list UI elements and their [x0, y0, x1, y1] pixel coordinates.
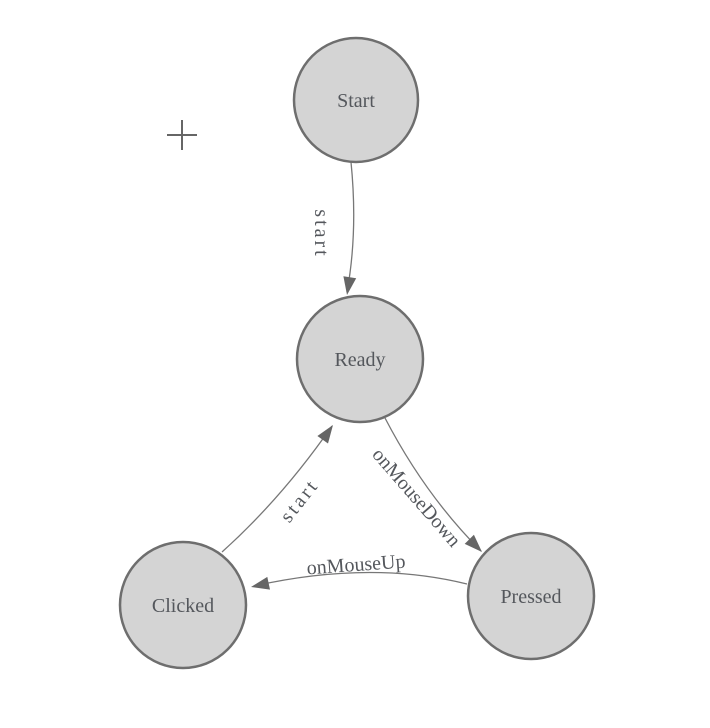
transition-edge-clicked-to-ready[interactable]: start [221, 425, 333, 553]
edge-path[interactable] [384, 417, 482, 552]
node-label-start: Start [337, 90, 375, 112]
transition-edge-pressed-to-clicked[interactable]: onMouseUp [251, 551, 468, 590]
crosshair-layer [167, 120, 197, 150]
arrowhead-icon [317, 425, 333, 444]
arrowhead-icon [343, 276, 357, 295]
edge-label-pressed-to-clicked: onMouseUp [306, 551, 406, 580]
edge-path[interactable] [253, 571, 468, 587]
state-node-start[interactable]: Start [292, 36, 420, 164]
transition-edge-start-to-ready[interactable]: start [310, 161, 357, 295]
node-label-pressed: Pressed [500, 586, 561, 608]
node-circle-clicked[interactable] [118, 540, 248, 670]
edge-label-ready-to-pressed: onMouseDown [367, 444, 465, 552]
state-node-pressed[interactable]: Pressed [466, 531, 596, 661]
arrowhead-icon [251, 576, 270, 590]
edge-path[interactable] [221, 425, 333, 553]
transition-edge-ready-to-pressed[interactable]: onMouseDown [367, 417, 482, 552]
node-label-clicked: Clicked [152, 595, 214, 617]
edge-label-start-to-ready: start [310, 209, 332, 258]
node-circle-ready[interactable] [295, 294, 425, 424]
state-node-clicked[interactable]: Clicked [118, 540, 248, 670]
node-circle-pressed[interactable] [466, 531, 596, 661]
node-label-ready: Ready [334, 349, 385, 371]
node-circle-start[interactable] [292, 36, 420, 164]
edge-label-clicked-to-ready: start [276, 474, 324, 527]
plus-crosshair-icon [167, 120, 197, 150]
arrowhead-icon [464, 534, 482, 552]
edge-path[interactable] [346, 161, 355, 293]
state-node-ready[interactable]: Ready [295, 294, 425, 424]
